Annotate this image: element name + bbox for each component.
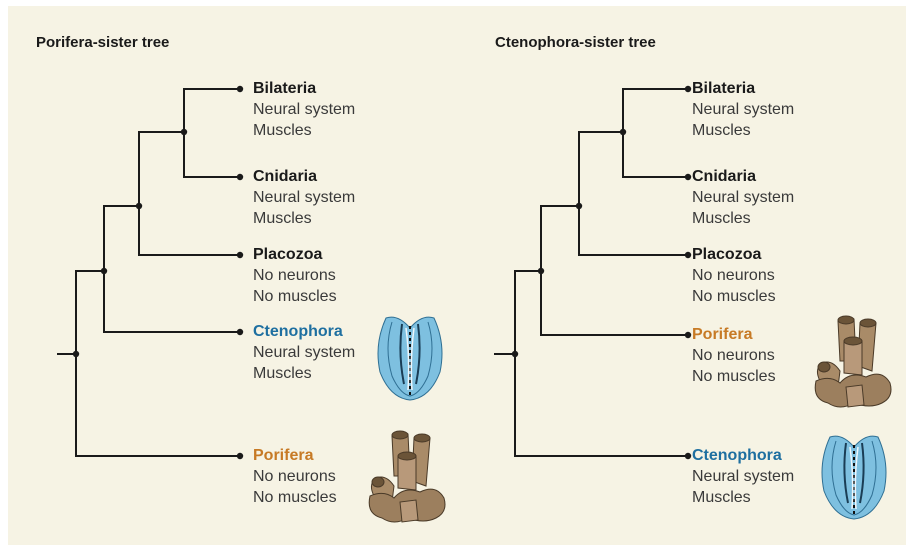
trait: No muscles xyxy=(692,286,776,307)
right-taxon-cnidaria: Cnidaria Neural system Muscles xyxy=(692,166,794,229)
taxon-name: Porifera xyxy=(692,324,776,345)
trait: Neural system xyxy=(692,187,794,208)
trait: Muscles xyxy=(253,208,355,229)
right-tree-branches xyxy=(494,89,688,456)
trait: Neural system xyxy=(253,187,355,208)
left-taxon-cnidaria: Cnidaria Neural system Muscles xyxy=(253,166,355,229)
left-taxon-porifera: Porifera No neurons No muscles xyxy=(253,445,337,508)
trait: No neurons xyxy=(692,265,776,286)
taxon-name: Bilateria xyxy=(253,78,355,99)
right-taxon-porifera: Porifera No neurons No muscles xyxy=(692,324,776,387)
trait: Neural system xyxy=(253,99,355,120)
phylogeny-figure: Porifera-sister tree Ctenophora-sister t… xyxy=(8,6,906,545)
trait: Neural system xyxy=(692,466,794,487)
taxon-name: Bilateria xyxy=(692,78,794,99)
trait: No muscles xyxy=(253,286,337,307)
right-taxon-placozoa: Placozoa No neurons No muscles xyxy=(692,244,776,307)
left-taxon-bilateria: Bilateria Neural system Muscles xyxy=(253,78,355,141)
right-taxon-bilateria: Bilateria Neural system Muscles xyxy=(692,78,794,141)
trait: No muscles xyxy=(253,487,337,508)
trait: Muscles xyxy=(692,208,794,229)
trait: Muscles xyxy=(253,363,355,384)
taxon-name: Cnidaria xyxy=(692,166,794,187)
taxon-name: Cnidaria xyxy=(253,166,355,187)
trait: Muscles xyxy=(692,487,794,508)
comb-jelly-icon xyxy=(822,436,886,519)
right-taxon-ctenophora: Ctenophora Neural system Muscles xyxy=(692,445,794,508)
taxon-name: Ctenophora xyxy=(253,321,355,342)
sponge-icon xyxy=(815,316,891,407)
taxon-name: Placozoa xyxy=(692,244,776,265)
taxon-name: Porifera xyxy=(253,445,337,466)
right-tree-nodes xyxy=(512,86,691,459)
trait: No muscles xyxy=(692,366,776,387)
trait: No neurons xyxy=(253,466,337,487)
trait: Neural system xyxy=(253,342,355,363)
left-tree-branches xyxy=(57,89,240,456)
left-taxon-placozoa: Placozoa No neurons No muscles xyxy=(253,244,337,307)
trait: No neurons xyxy=(692,345,776,366)
trait: No neurons xyxy=(253,265,337,286)
taxon-name: Ctenophora xyxy=(692,445,794,466)
trait: Muscles xyxy=(692,120,794,141)
comb-jelly-icon xyxy=(378,317,442,400)
trait: Neural system xyxy=(692,99,794,120)
left-taxon-ctenophora: Ctenophora Neural system Muscles xyxy=(253,321,355,384)
sponge-icon xyxy=(369,431,445,522)
left-tree-nodes xyxy=(73,86,243,459)
taxon-name: Placozoa xyxy=(253,244,337,265)
trait: Muscles xyxy=(253,120,355,141)
